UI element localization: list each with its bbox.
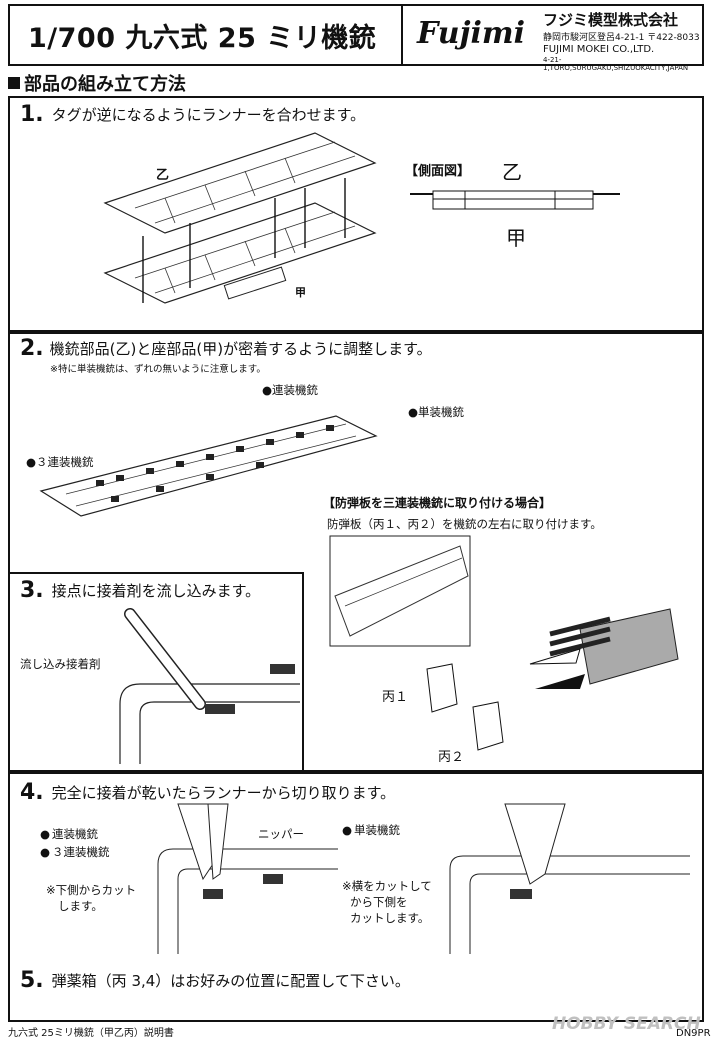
note-right-1: ※横をカットして: [342, 879, 432, 893]
shield-title: 【防弾板を三連装機銃に取り付ける場合】: [323, 496, 552, 510]
step3-panel: 3. 接点に接着剤を流し込みます。 流し込み接着剤: [8, 572, 304, 772]
step4-panel: 4. 完全に接着が乾いたらランナーから切り取ります。 連装機銃 ３連装機銃 ニッ…: [8, 772, 704, 1022]
title-text: 1/700 九六式 25 ミリ機銃: [28, 22, 377, 54]
side-view-diagram: [410, 190, 620, 210]
runner-guns-illustration: [39, 415, 378, 517]
label-otsu: 乙: [156, 168, 170, 183]
step2-note: ※特に単装機銃は、ずれの無いように注意します。: [50, 364, 266, 375]
footer-doc-name: 九六式 25ミリ機銃（甲乙丙）説明書: [8, 1028, 174, 1039]
label-rensou: ●連装機銃: [262, 383, 319, 397]
side-view-title: 【側面図】: [405, 164, 471, 179]
company-name: フジミ模型株式会社: [543, 11, 679, 29]
note-right-3: カットします。: [350, 911, 430, 925]
nipper-cut-illustration-left: [157, 803, 338, 954]
note-right-2: から下側を: [350, 895, 408, 909]
bullet-3rensou: ３連装機銃: [40, 844, 110, 860]
step2-number: 2.: [20, 336, 44, 361]
company-en: FUJIMI MOKEI CO.,LTD.: [543, 44, 655, 55]
shield-text: 防弾板（丙１、丙２）を機銃の左右に取り付けます。: [327, 517, 602, 531]
address-en: 4-21-1,TORO,SURUGAKU,SHIZUOKACITY,JAPAN: [543, 56, 689, 72]
shield-runner-illustration: [329, 535, 471, 647]
step5-number: 5.: [20, 968, 44, 993]
footer-code: DN9PR: [676, 1028, 711, 1039]
nipper-label: ニッパー: [258, 827, 304, 841]
step3-number: 3.: [20, 578, 44, 603]
address-jp: 静岡市駿河区登呂4-21-1 〒422-8033: [543, 33, 700, 43]
brand-logo: Fujimi: [417, 16, 525, 51]
label-hei2: 丙２: [438, 750, 465, 765]
brand-box: Fujimi フジミ模型株式会社 静岡市駿河区登呂4-21-1 〒422-803…: [403, 4, 704, 72]
nipper-cut-illustration-right: [449, 803, 690, 954]
step1-panel: 1. タグが逆になるようにランナーを合わせます。 乙 甲 【側面図】 乙: [8, 96, 704, 332]
step5-text: 弾薬箱（丙 3,4）はお好みの位置に配置して下さい。: [51, 972, 410, 990]
square-icon: [8, 77, 20, 89]
watermark: HOBBY SEARCH: [552, 1014, 701, 1034]
label-hei1: 丙１: [382, 690, 409, 705]
page-title: 1/700 九六式 25 ミリ機銃: [8, 4, 403, 66]
glue-label: 流し込み接着剤: [20, 657, 101, 671]
note-left-1: ※下側からカット: [46, 883, 137, 897]
side-view-otsu: 乙: [502, 160, 522, 184]
label-tansou: ●単装機銃: [408, 405, 465, 419]
shield-plate-2: [472, 701, 504, 751]
step4-number: 4.: [20, 780, 44, 805]
triple-gun-illustration: [529, 608, 679, 689]
step2-panel: 2. 機銃部品(乙)と座部品(甲)が密着するように調整します。 ※特に単装機銃は…: [8, 332, 704, 772]
step3-text: 接点に接着剤を流し込みます。: [51, 582, 261, 600]
runner-assembly-illustration: [103, 132, 377, 304]
step4-text: 完全に接着が乾いたらランナーから切り取ります。: [51, 784, 396, 802]
note-left-2: します。: [58, 899, 103, 913]
glue-application-illustration: [119, 608, 300, 764]
section-title: 部品の組み立て方法: [24, 74, 186, 95]
step1-text: タグが逆になるようにランナーを合わせます。: [51, 106, 366, 124]
label-kou: 甲: [295, 286, 306, 299]
side-view-kou: 甲: [506, 226, 526, 250]
shield-plate-1: [426, 663, 458, 713]
bullet-tansou: 単装機銃: [342, 822, 400, 838]
section-header: 部品の組み立て方法: [8, 70, 243, 98]
bullet-rensou: 連装機銃: [40, 826, 98, 842]
step2-text: 機銃部品(乙)と座部品(甲)が密着するように調整します。: [49, 340, 432, 358]
step1-number: 1.: [20, 102, 44, 127]
label-3rensou: ●３連装機銃: [26, 455, 94, 469]
